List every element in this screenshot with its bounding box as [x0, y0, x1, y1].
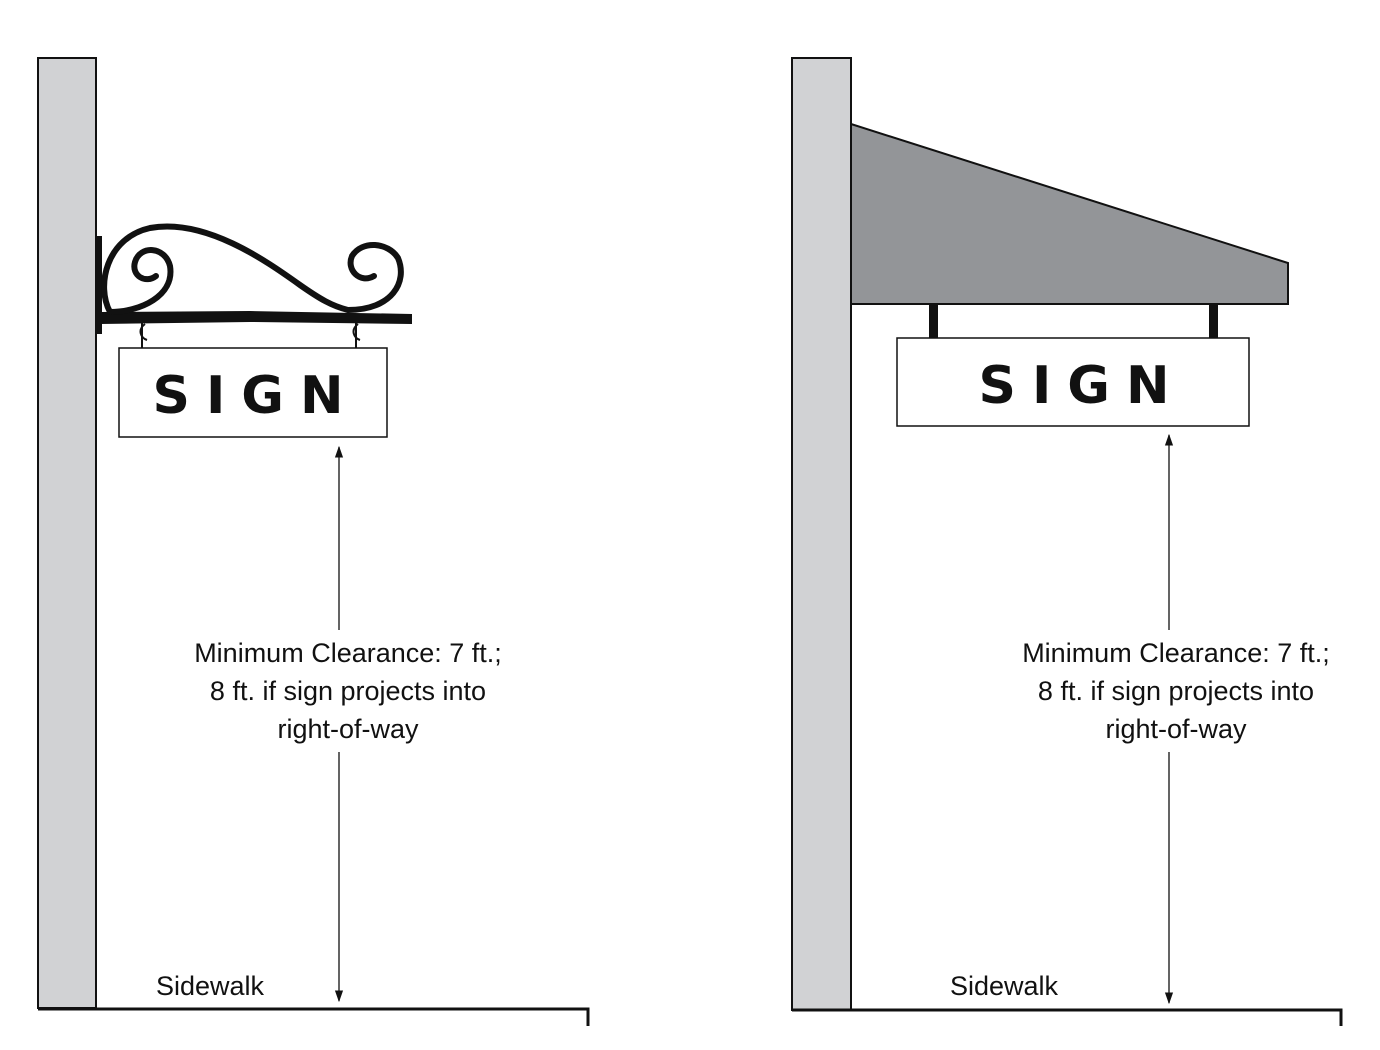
left-sign-board — [118, 347, 388, 438]
right-sign-board — [896, 337, 1250, 427]
right-sidewalk-label: Sidewalk — [950, 971, 1059, 1001]
left-panel: SIGN Minimum Clearance: 7 ft.; 8 ft. if … — [37, 57, 590, 1026]
right-panel: SIGN Minimum Clearance: 7 ft.; 8 ft. if … — [791, 57, 1343, 1026]
left-sidewalk-label: Sidewalk — [156, 971, 265, 1001]
left-sidewalk-line — [38, 1007, 590, 1026]
awning-hanger-right — [1209, 304, 1218, 338]
right-sign-text: SIGN — [979, 356, 1186, 416]
left-clearance-line-3: right-of-way — [277, 714, 419, 744]
bracket-scroll — [101, 223, 404, 315]
left-clearance-line-2: 8 ft. if sign projects into — [210, 676, 486, 706]
right-building-wall — [791, 57, 852, 1011]
right-clearance-line-1: Minimum Clearance: 7 ft.; — [1022, 638, 1330, 668]
left-building-wall — [37, 57, 97, 1009]
awning-hanger-left — [929, 304, 938, 338]
right-sidewalk-line — [792, 1008, 1343, 1026]
left-clearance-line-1: Minimum Clearance: 7 ft.; — [194, 638, 502, 668]
awning — [850, 122, 1289, 305]
left-sign-text: SIGN — [153, 366, 360, 426]
bracket-mount — [96, 223, 412, 348]
right-clearance-line-3: right-of-way — [1105, 714, 1247, 744]
right-clearance-line-2: 8 ft. if sign projects into — [1038, 676, 1314, 706]
